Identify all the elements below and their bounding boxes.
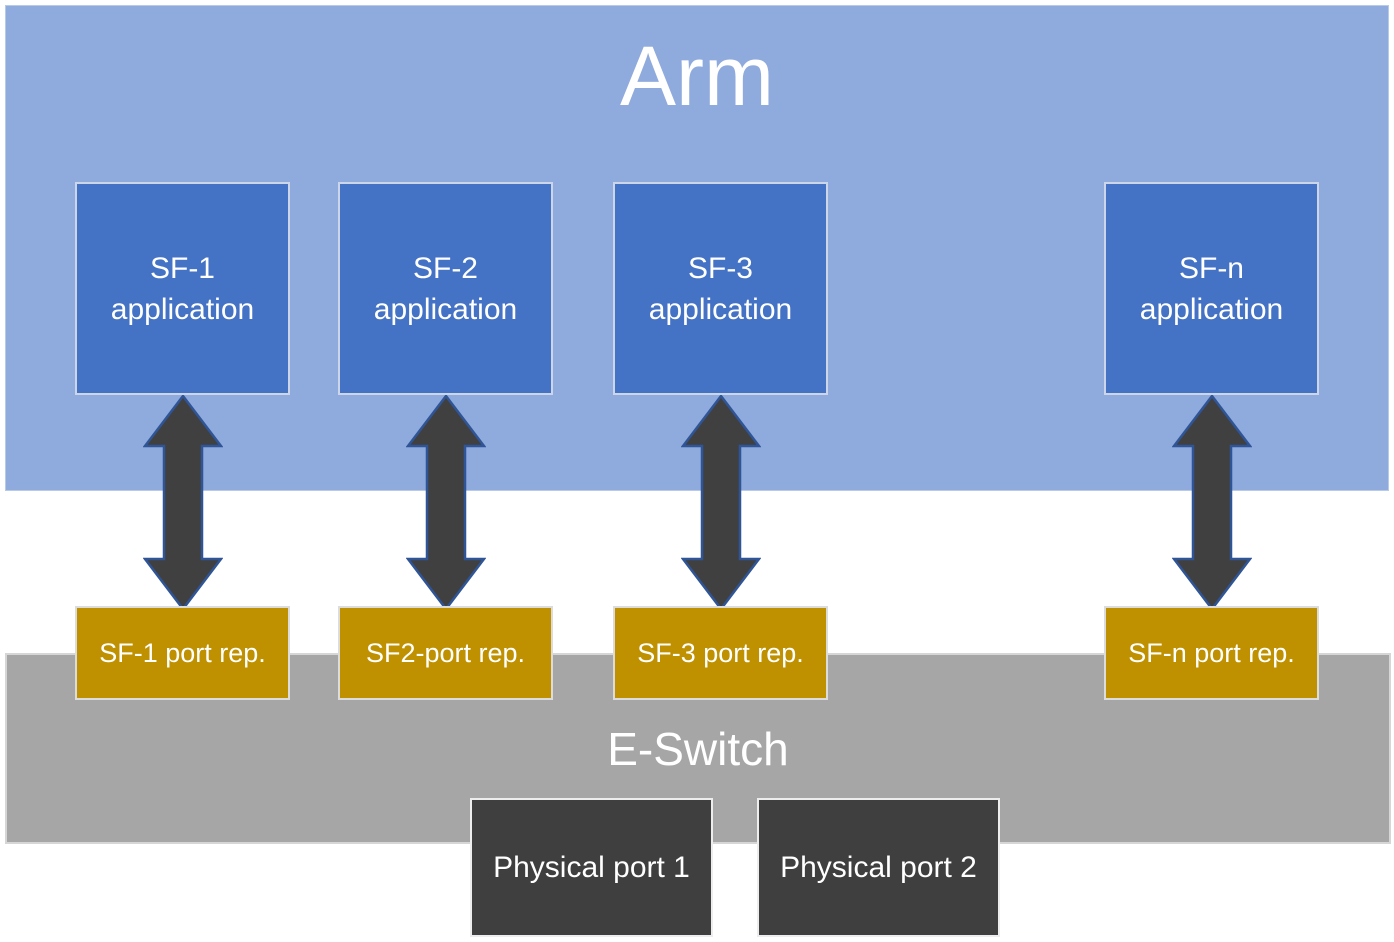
- sf-n-port-rep-label: SF-n port rep.: [1128, 637, 1295, 668]
- sf-2-application-word: application: [373, 292, 518, 326]
- sf-1-port-rep-label: SF-1 port rep.: [99, 637, 266, 668]
- sf-3-application-word: application: [648, 292, 793, 326]
- sf-2-application-box: SF-2 application: [338, 182, 553, 395]
- sf-2-application-name: SF-2: [412, 251, 478, 285]
- sf-2-port-rep-box: SF2-port rep.: [338, 606, 553, 700]
- sf-2-port-rep-label: SF2-port rep.: [365, 637, 526, 668]
- bidirectional-arrow-icon: [1172, 394, 1252, 611]
- sf-n-application-word: application: [1139, 292, 1284, 326]
- physical-port-2-box: Physical port 2: [757, 798, 1000, 937]
- physical-port-1-box: Physical port 1: [470, 798, 713, 937]
- sf-3-application-name: SF-3: [687, 251, 753, 285]
- sf-1-application-name: SF-1: [149, 251, 215, 285]
- bidirectional-arrow-icon: [681, 394, 761, 611]
- sf-n-port-rep-box: SF-n port rep.: [1104, 606, 1319, 700]
- sf-3-port-rep-box: SF-3 port rep.: [613, 606, 828, 700]
- eswitch-label: E-Switch: [607, 722, 789, 775]
- sf-1-application-box: SF-1 application: [75, 182, 290, 395]
- sf-3-port-rep-label: SF-3 port rep.: [637, 637, 804, 668]
- sf-n-application-name: SF-n: [1178, 251, 1244, 285]
- bidirectional-arrow-icon: [406, 394, 486, 611]
- physical-port-2-label: Physical port 2: [780, 850, 977, 884]
- arm-title: Arm: [620, 29, 774, 123]
- physical-port-1-label: Physical port 1: [493, 850, 690, 884]
- sf-3-application-box: SF-3 application: [613, 182, 828, 395]
- sf-1-application-word: application: [110, 292, 255, 326]
- sf-1-port-rep-box: SF-1 port rep.: [75, 606, 290, 700]
- sf-n-application-box: SF-n application: [1104, 182, 1319, 395]
- bidirectional-arrow-icon: [143, 394, 223, 611]
